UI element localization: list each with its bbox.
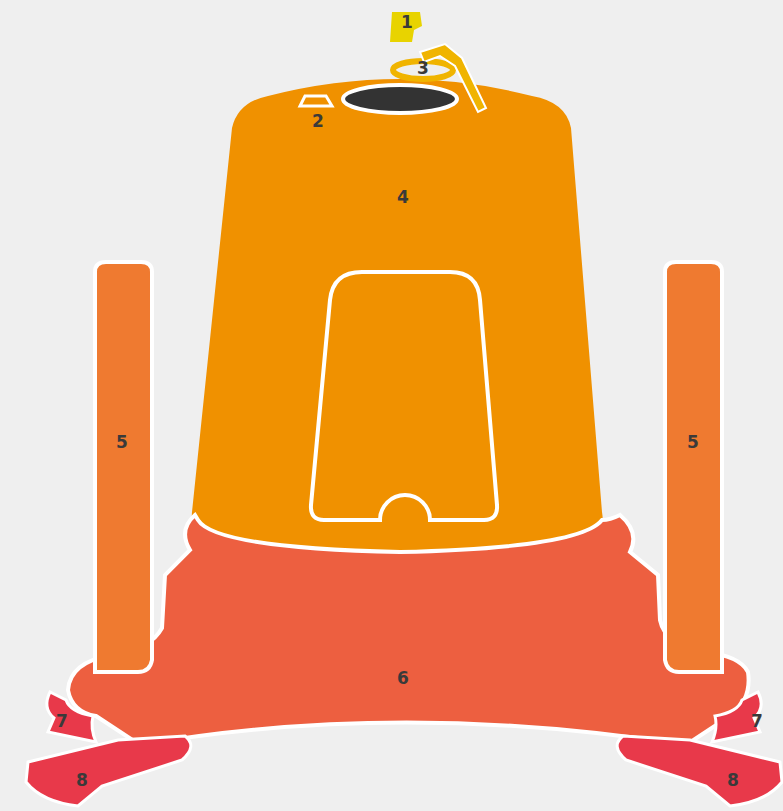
callout-number: 8 [76,772,88,789]
callout-number: 7 [751,713,763,730]
main-body [192,79,603,557]
top-cap [390,12,422,42]
callout-number: 1 [401,14,413,31]
callout-number: 4 [397,189,409,206]
small-tab [300,96,332,106]
callout-number: 5 [116,434,128,451]
callout-number: 2 [312,113,324,130]
callout-number: 3 [417,60,429,77]
callout-number: 6 [397,670,409,687]
left-foot [26,692,191,806]
callout-number: 8 [727,772,739,789]
lid-arm [420,44,486,112]
base [68,515,749,745]
top-opening [343,85,457,113]
callout-number: 7 [56,713,68,730]
right-foot [617,692,782,806]
right-pole [665,262,722,672]
callout-number: 5 [687,434,699,451]
body-door [311,272,497,520]
left-pole [95,262,152,672]
